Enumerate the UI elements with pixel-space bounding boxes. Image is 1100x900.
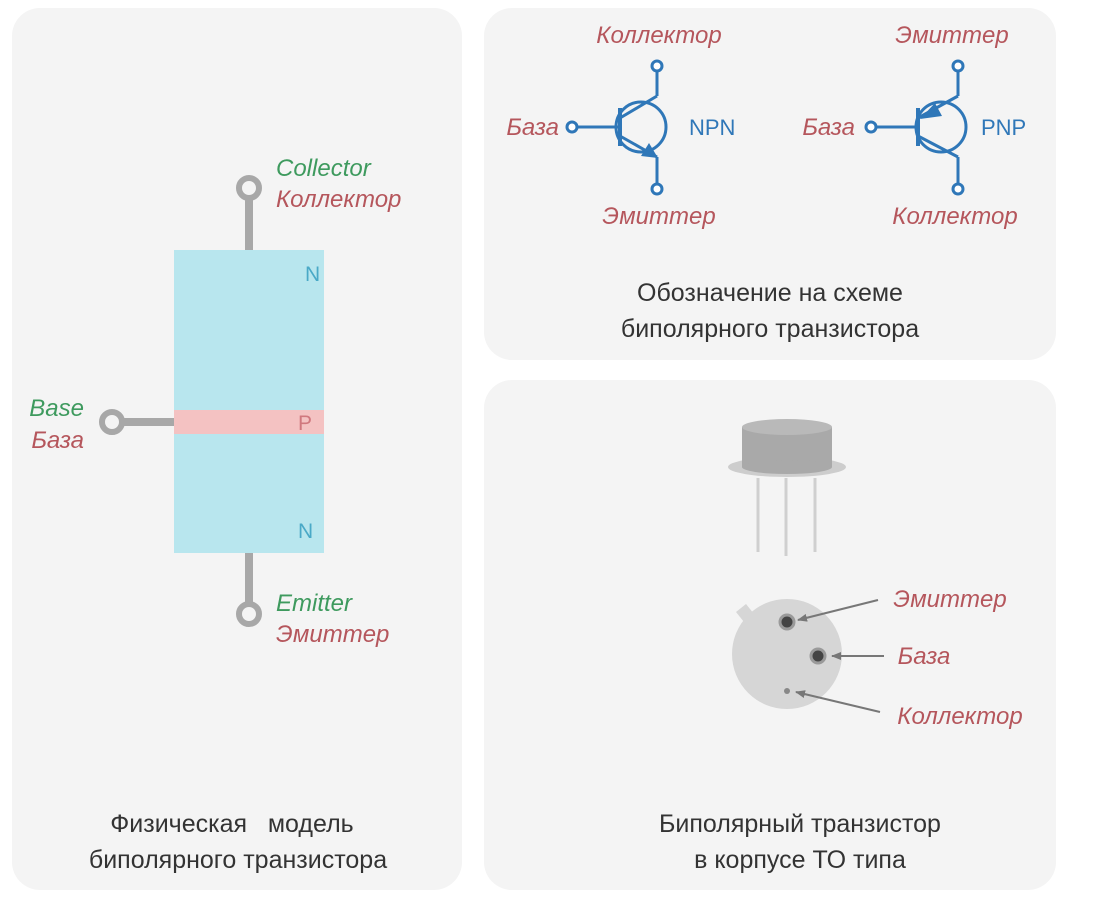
n-region-block: [174, 250, 324, 553]
npn-emitter-terminal: [650, 182, 664, 196]
package-can-bottom: [742, 460, 832, 474]
emitter-label-en: Emitter: [276, 590, 353, 617]
npn-body-circle: [614, 100, 668, 154]
region-mid-label: P: [298, 412, 312, 435]
to-package-bottom-view: [732, 599, 842, 709]
emitter-pointer-arrow: [797, 599, 879, 622]
pnp-base-label: База: [802, 114, 855, 141]
npn-type-label: NPN: [689, 115, 735, 140]
physical-model-caption-line1: Физическая модель: [110, 810, 353, 838]
npn-collector-terminal: [650, 59, 664, 73]
package-base-label: База: [898, 643, 951, 670]
base-label-en: Base: [29, 395, 84, 422]
pnp-emitter-arrow: [920, 103, 942, 119]
collector-pointer-arrow: [795, 690, 881, 713]
package-caption-line2: в корпусе ТО типа: [694, 846, 906, 874]
npn-collector-label: Коллектор: [596, 22, 721, 49]
pnp-collector-terminal: [951, 182, 965, 196]
pnp-collector-label: Коллектор: [892, 203, 1017, 230]
npn-collector-line: [619, 94, 658, 120]
collector-terminal: [236, 175, 262, 201]
base-label-ru: База: [31, 427, 84, 454]
emitter-pin-hole: [778, 613, 796, 631]
npn-base-label: База: [506, 114, 559, 141]
package-can-top: [742, 419, 832, 435]
package-emitter-label: Эмиттер: [893, 586, 1006, 613]
package-bottom-disc: [732, 599, 842, 709]
pnp-body-circle: [914, 100, 968, 154]
p-region-band: [174, 410, 324, 434]
npn-base-terminal: [565, 120, 579, 134]
region-top-label: N: [305, 263, 320, 286]
to-package-side-view: [728, 419, 846, 556]
collector-label-en: Collector: [276, 155, 372, 182]
npn-emitter-label: Эмиттер: [602, 203, 715, 230]
pnp-emitter-label: Эмиттер: [895, 22, 1008, 49]
schematic-caption-line2: биполярного транзистора: [621, 315, 919, 343]
schematic-caption-line1: Обозначение на схеме: [637, 279, 903, 307]
npn-emitter-arrow: [641, 143, 658, 158]
pnp-symbol: [864, 59, 968, 196]
emitter-label-ru: Эмиттер: [276, 621, 389, 648]
emitter-terminal: [236, 601, 262, 627]
collector-label-ru: Коллектор: [276, 186, 401, 213]
collector-pin-dot: [784, 688, 790, 694]
package-collector-label: Коллектор: [897, 703, 1022, 730]
region-bottom-label: N: [298, 520, 313, 543]
pnp-collector-line: [917, 134, 959, 159]
pnp-base-terminal: [864, 120, 878, 134]
physical-model-caption-line2: биполярного транзистора: [89, 846, 387, 874]
pnp-emitter-terminal: [951, 59, 965, 73]
pnp-type-label: PNP: [981, 115, 1026, 140]
npn-symbol: [565, 59, 668, 196]
base-pin-hole: [809, 647, 827, 665]
physical-model: N P N Collector Коллектор Base База Emit…: [29, 155, 401, 874]
base-terminal: [99, 409, 125, 435]
package-caption-line1: Биполярный транзистор: [659, 810, 941, 838]
